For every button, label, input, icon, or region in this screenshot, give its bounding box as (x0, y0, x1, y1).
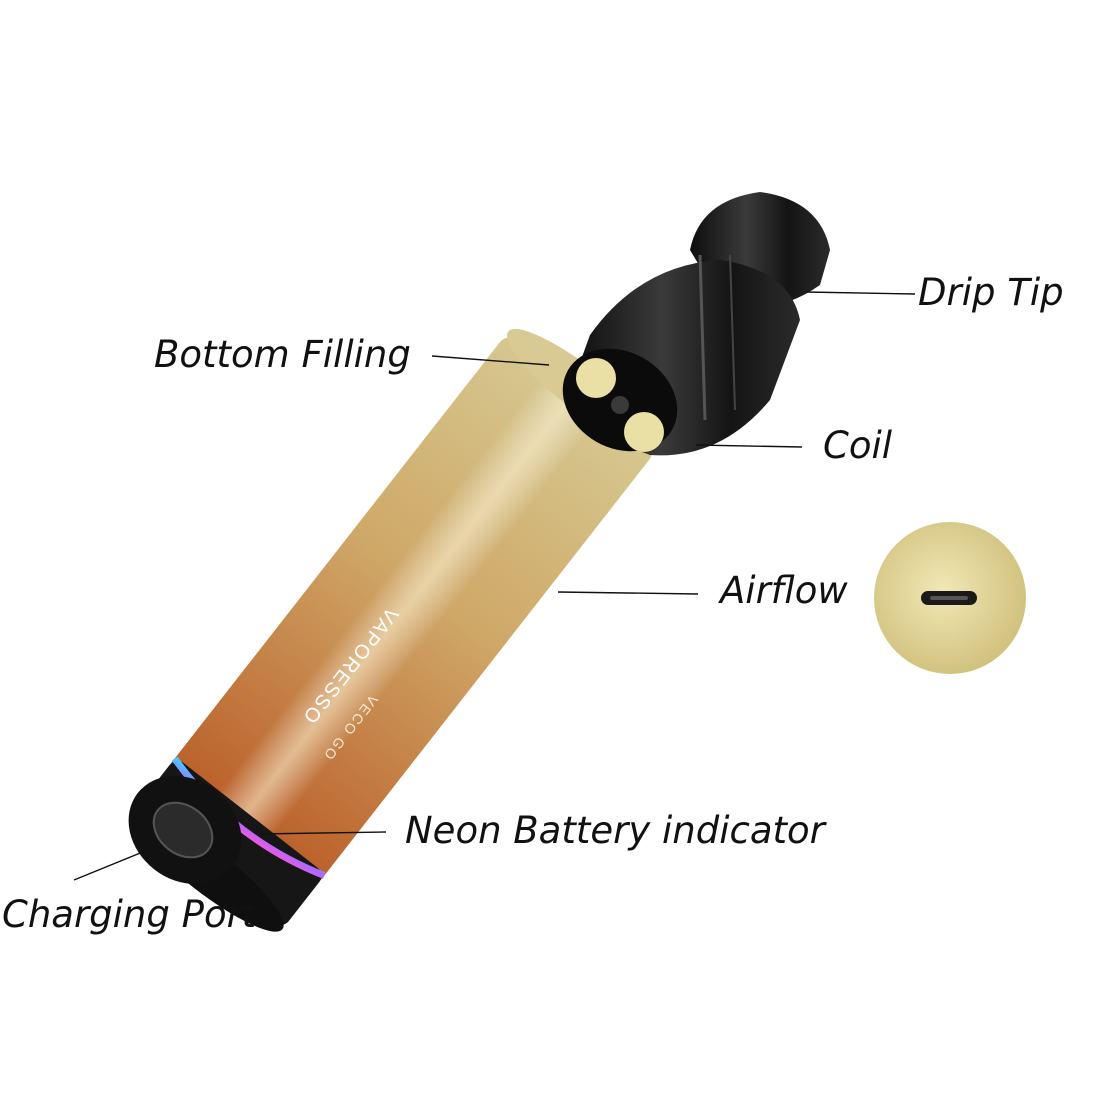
airflow-leader (557, 591, 699, 595)
pod-cartridge (562, 192, 830, 456)
drip-tip-label: Drip Tip (918, 271, 1064, 314)
charging-port-label: Charging Port (2, 893, 257, 936)
leader-lines (73, 291, 916, 881)
airflow-detail (874, 522, 1026, 674)
neon-battery-indicator-label: Neon Battery indicator (405, 809, 825, 852)
charging-port-cap (128, 775, 242, 885)
charging-port-leader (73, 846, 156, 881)
coil-leader (695, 444, 803, 448)
drip-tip-leader (805, 291, 916, 295)
bottom-filling-leader (431, 355, 550, 366)
bottom-filling-label: Bottom Filling (154, 333, 411, 376)
airflow-label: Airflow (720, 569, 848, 612)
coil-contacts (576, 358, 664, 452)
neon-indicator-leader (257, 831, 387, 835)
coil-label: Coil (823, 424, 893, 467)
